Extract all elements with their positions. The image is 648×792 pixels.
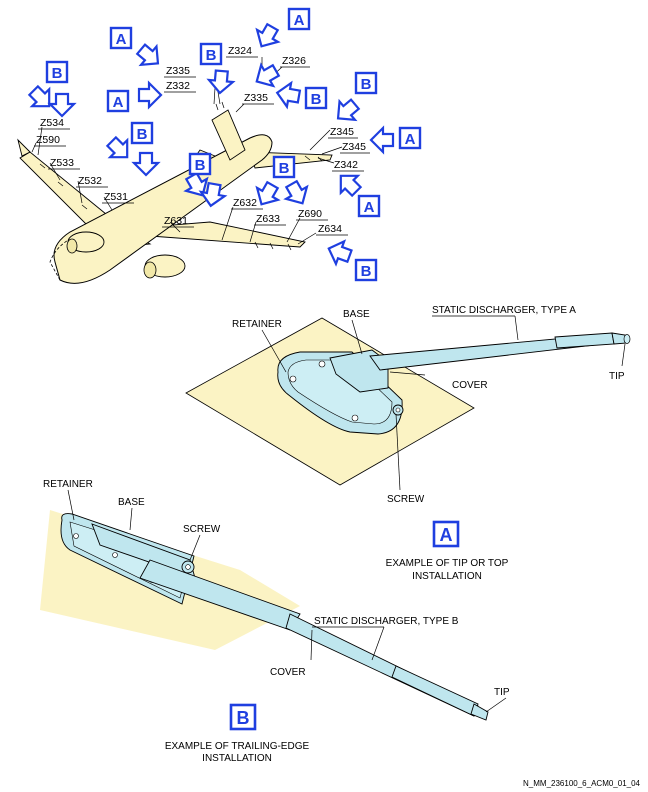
detail-a: RETAINER BASE STATIC DISCHARGER, TYPE A … (185, 305, 631, 582)
tip-label: TIP (609, 371, 625, 382)
base-label: BASE (118, 497, 145, 508)
view-letter-b: B (279, 160, 290, 177)
screw-label: SCREW (387, 494, 425, 505)
view-letter-a: A (113, 94, 124, 111)
zone-label: Z534 (40, 117, 64, 129)
view-letter-a: A (294, 12, 305, 29)
zone-label: Z332 (166, 80, 190, 92)
view-letter-b: B (195, 157, 206, 174)
detail-b-caption-line1: EXAMPLE OF TRAILING-EDGE (165, 741, 310, 752)
arrow-icon (369, 126, 395, 154)
zone-label: Z324 (228, 45, 252, 57)
arrow-icon (250, 20, 284, 54)
cover-label: COVER (452, 380, 488, 391)
arrow-icon (274, 79, 303, 110)
tip-label: TIP (494, 687, 510, 698)
zone-label: Z590 (36, 134, 60, 146)
aircraft-overview: Z324 Z326 Z335 Z332 Z335 Z345 Z345 Z342 … (17, 7, 422, 284)
zone-label: Z632 (233, 197, 257, 209)
discharger-label: STATIC DISCHARGER, TYPE A (432, 305, 576, 316)
zone-label: Z326 (282, 55, 306, 67)
zone-label: Z690 (298, 208, 322, 220)
view-letter-a: A (116, 31, 127, 48)
zone-label: Z335 (166, 65, 190, 77)
vertical-stabilizer (211, 109, 246, 161)
detail-b-caption-line2: INSTALLATION (202, 753, 272, 764)
zone-label: Z633 (256, 213, 280, 225)
detail-a-caption-line1: EXAMPLE OF TIP OR TOP (386, 558, 509, 569)
detail-b-letter: B (237, 708, 250, 728)
zone-label: Z533 (50, 157, 74, 169)
screw-label: SCREW (183, 524, 221, 535)
arrow-icon (323, 236, 355, 269)
arrow-icon (280, 177, 314, 211)
zone-label: Z342 (334, 159, 358, 171)
base-label: BASE (343, 309, 370, 320)
view-letter-b: B (206, 47, 217, 64)
arrow-icon (132, 38, 167, 74)
discharger-label: STATIC DISCHARGER, TYPE B (314, 616, 459, 627)
zone-label: Z631 (164, 215, 188, 227)
figure-id: N_MM_236100_6_ACM0_01_04 (523, 779, 641, 788)
zone-label: Z634 (318, 223, 342, 235)
arrow-icon (249, 59, 283, 93)
view-letter-b: B (52, 65, 63, 82)
view-letter-b: B (361, 263, 372, 280)
zone-label: Z531 (104, 191, 128, 203)
fuselage (53, 134, 273, 284)
arrow-icon (329, 93, 364, 129)
arrow-icon (24, 81, 59, 116)
arrow-icon (102, 132, 137, 167)
detail-a-letter: A (440, 525, 453, 545)
arrow-icon (48, 92, 76, 118)
view-letter-b: B (361, 76, 372, 93)
zone-label: Z345 (330, 126, 354, 138)
arrow-icon (206, 68, 235, 96)
retainer-label: RETAINER (232, 319, 282, 330)
zone-label: Z532 (78, 175, 102, 187)
arrow-icon (137, 81, 163, 109)
zone-label: Z345 (342, 141, 366, 153)
arrow-icon (132, 151, 160, 177)
detail-a-caption-line2: INSTALLATION (412, 571, 482, 582)
zone-label: Z335 (244, 92, 268, 104)
retainer-label: RETAINER (43, 479, 93, 490)
discharger-tip (470, 703, 489, 721)
cover-label: COVER (270, 667, 306, 678)
view-letter-b: B (311, 91, 322, 108)
detail-b: RETAINER BASE SCREW STATIC DISCHARGER, T… (40, 479, 510, 764)
view-letter-a: A (364, 199, 375, 216)
view-letter-a: A (405, 131, 416, 148)
view-letter-b: B (137, 126, 148, 143)
